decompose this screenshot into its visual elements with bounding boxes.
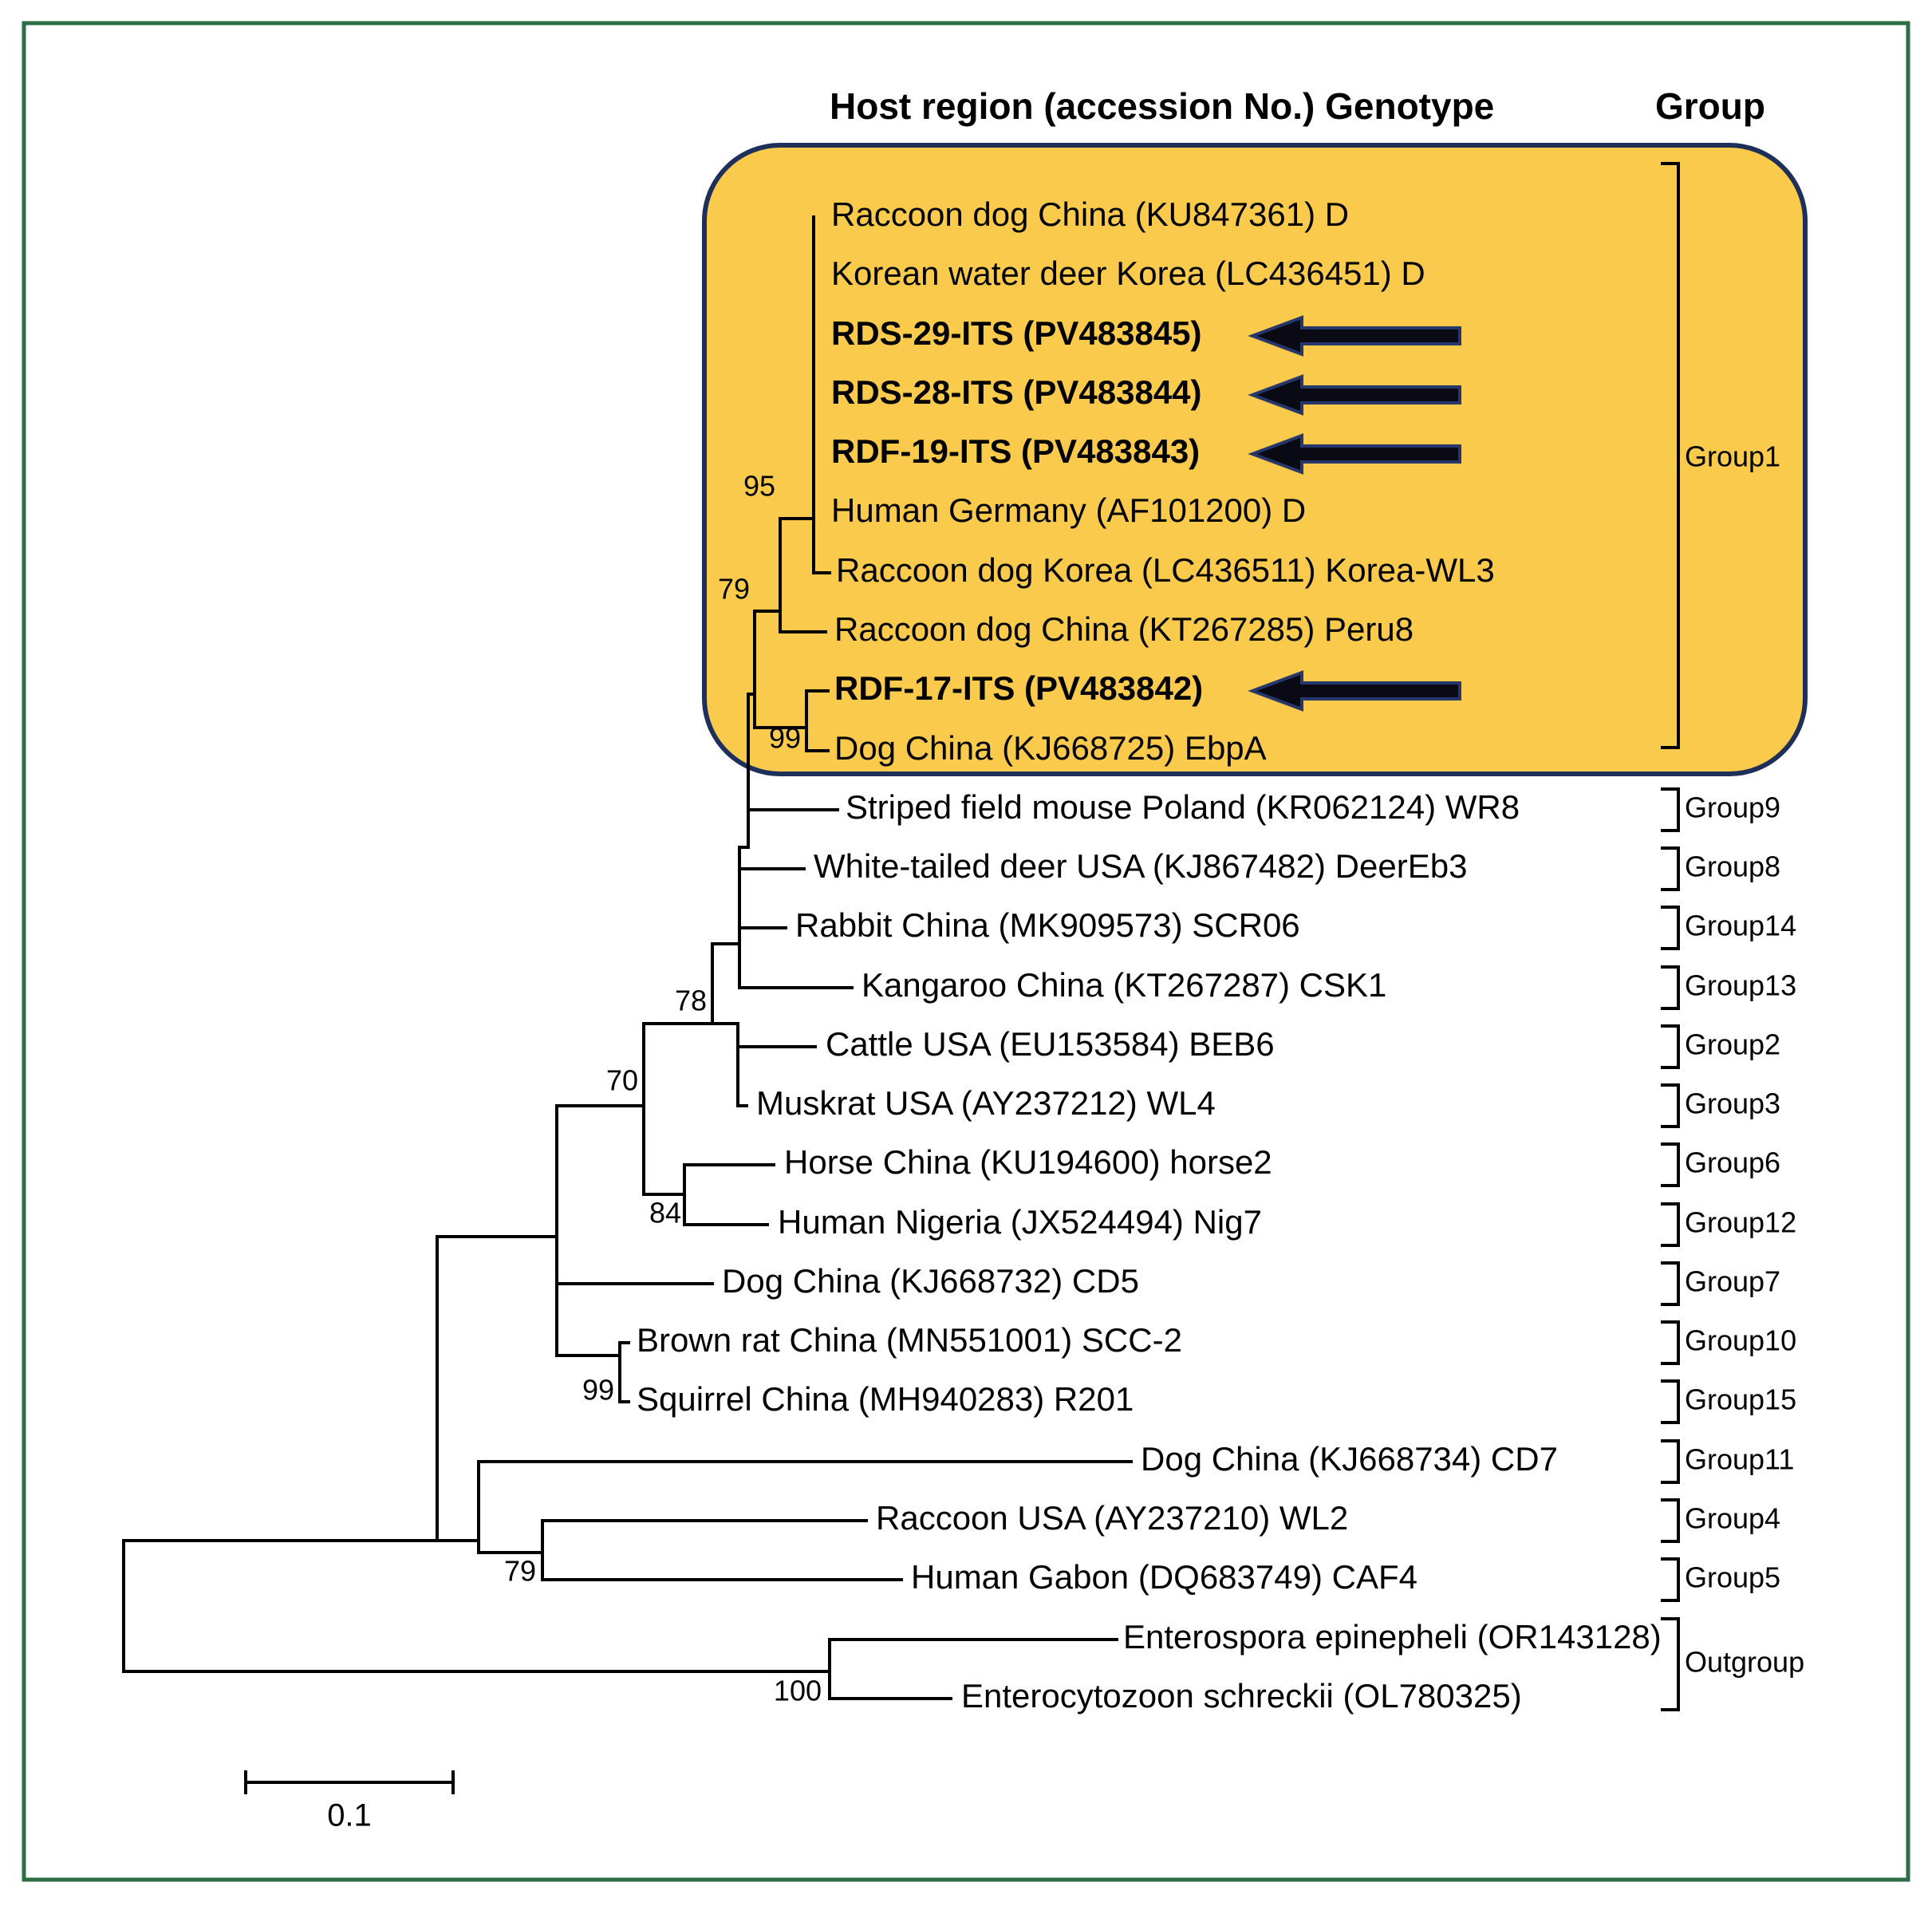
novel-isolate-arrow: [1248, 433, 1461, 475]
group-label-Group5: Group5: [1685, 1561, 1780, 1594]
outgroup-bracket: [1661, 1617, 1680, 1711]
group-label-Group3: Group3: [1685, 1087, 1780, 1120]
group12-bracket: [1661, 1202, 1680, 1247]
group-label-Group4: Group4: [1685, 1502, 1780, 1535]
group1-bracket: [1661, 162, 1680, 749]
bootstrap-value: 79: [718, 573, 750, 606]
taxon-label-20: Brown rat China (MN551001) SCC-2: [637, 1321, 1182, 1359]
bootstrap-value: 99: [582, 1374, 614, 1407]
taxon-label-16: Muskrat USA (AY237212) WL4: [756, 1084, 1216, 1122]
group-label-Outgroup: Outgroup: [1685, 1646, 1804, 1679]
taxon-label-17: Horse China (KU194600) horse2: [784, 1143, 1272, 1181]
group4-bracket: [1661, 1498, 1680, 1543]
taxon-label-4: RDS-28-ITS (PV483844): [831, 373, 1202, 411]
bootstrap-value: 99: [769, 722, 801, 755]
group-label-Group6: Group6: [1685, 1146, 1780, 1179]
figure-frame: [22, 21, 1910, 1882]
taxon-label-13: Rabbit China (MK909573) SCR06: [795, 906, 1300, 944]
group-label-Group13: Group13: [1685, 969, 1796, 1002]
taxon-label-21: Squirrel China (MH940283) R201: [637, 1380, 1134, 1418]
group1-highlight-box: [702, 143, 1808, 776]
group-label-Group14: Group14: [1685, 910, 1796, 942]
novel-isolate-arrow: [1248, 670, 1461, 712]
group-label-Group2: Group2: [1685, 1028, 1780, 1061]
bootstrap-value: 70: [606, 1064, 638, 1097]
taxon-label-6: Human Germany (AF101200) D: [831, 491, 1306, 529]
group-label-Group15: Group15: [1685, 1383, 1796, 1416]
group11-bracket: [1661, 1439, 1680, 1484]
taxon-label-2: Korean water deer Korea (LC436451) D: [831, 255, 1425, 292]
taxon-label-8: Raccoon dog China (KT267285) Peru8: [834, 610, 1414, 648]
bootstrap-value: 84: [649, 1197, 681, 1229]
taxon-label-3: RDS-29-ITS (PV483845): [831, 314, 1202, 352]
group-label-Group8: Group8: [1685, 850, 1780, 883]
group-label-Group12: Group12: [1685, 1206, 1796, 1239]
taxon-label-26: Enterocytozoon schreckii (OL780325): [961, 1677, 1522, 1715]
group-label-Group1: Group1: [1685, 440, 1780, 473]
group-label-Group11: Group11: [1685, 1443, 1794, 1476]
group14-bracket: [1661, 906, 1680, 950]
taxon-label-18: Human Nigeria (JX524494) Nig7: [778, 1203, 1262, 1241]
taxon-label-9: RDF-17-ITS (PV483842): [834, 669, 1203, 707]
bootstrap-value: 79: [504, 1555, 536, 1588]
taxon-label-25: Enterospora epinepheli (OR143128): [1123, 1618, 1662, 1655]
group-label-Group9: Group9: [1685, 791, 1780, 824]
group8-bracket: [1661, 846, 1680, 891]
bootstrap-value: 78: [675, 985, 707, 1017]
taxon-label-24: Human Gabon (DQ683749) CAF4: [911, 1558, 1417, 1596]
scale-bar-label: 0.1: [327, 1798, 372, 1833]
taxon-label-19: Dog China (KJ668732) CD5: [722, 1262, 1139, 1300]
taxon-label-7: Raccoon dog Korea (LC436511) Korea-WL3: [836, 551, 1495, 589]
group5-bracket: [1661, 1557, 1680, 1602]
novel-isolate-arrow: [1248, 374, 1461, 416]
group2-bracket: [1661, 1024, 1680, 1069]
bootstrap-value: 95: [743, 470, 775, 503]
group9-bracket: [1661, 787, 1680, 832]
header-taxa-column: Host region (accession No.) Genotype: [830, 85, 1494, 127]
bootstrap-value: 100: [774, 1675, 822, 1707]
taxon-label-22: Dog China (KJ668734) CD7: [1141, 1440, 1558, 1478]
taxon-label-1: Raccoon dog China (KU847361) D: [831, 195, 1349, 233]
taxon-label-23: Raccoon USA (AY237210) WL2: [876, 1499, 1348, 1537]
group10-bracket: [1661, 1320, 1680, 1365]
group7-bracket: [1661, 1261, 1680, 1306]
group15-bracket: [1661, 1379, 1680, 1424]
header-group-column: Group: [1655, 85, 1765, 127]
group13-bracket: [1661, 965, 1680, 1010]
taxon-label-5: RDF-19-ITS (PV483843): [831, 432, 1200, 470]
group-label-Group7: Group7: [1685, 1265, 1780, 1298]
group-label-Group10: Group10: [1685, 1324, 1796, 1357]
novel-isolate-arrow: [1248, 315, 1461, 357]
taxon-label-11: Striped field mouse Poland (KR062124) WR…: [846, 788, 1520, 826]
group3-bracket: [1661, 1083, 1680, 1128]
group6-bracket: [1661, 1142, 1680, 1187]
taxon-label-15: Cattle USA (EU153584) BEB6: [826, 1025, 1275, 1063]
taxon-label-12: White-tailed deer USA (KJ867482) DeerEb3: [814, 847, 1467, 885]
taxon-label-14: Kangaroo China (KT267287) CSK1: [862, 966, 1386, 1004]
taxon-label-10: Dog China (KJ668725) EbpA: [834, 729, 1267, 767]
